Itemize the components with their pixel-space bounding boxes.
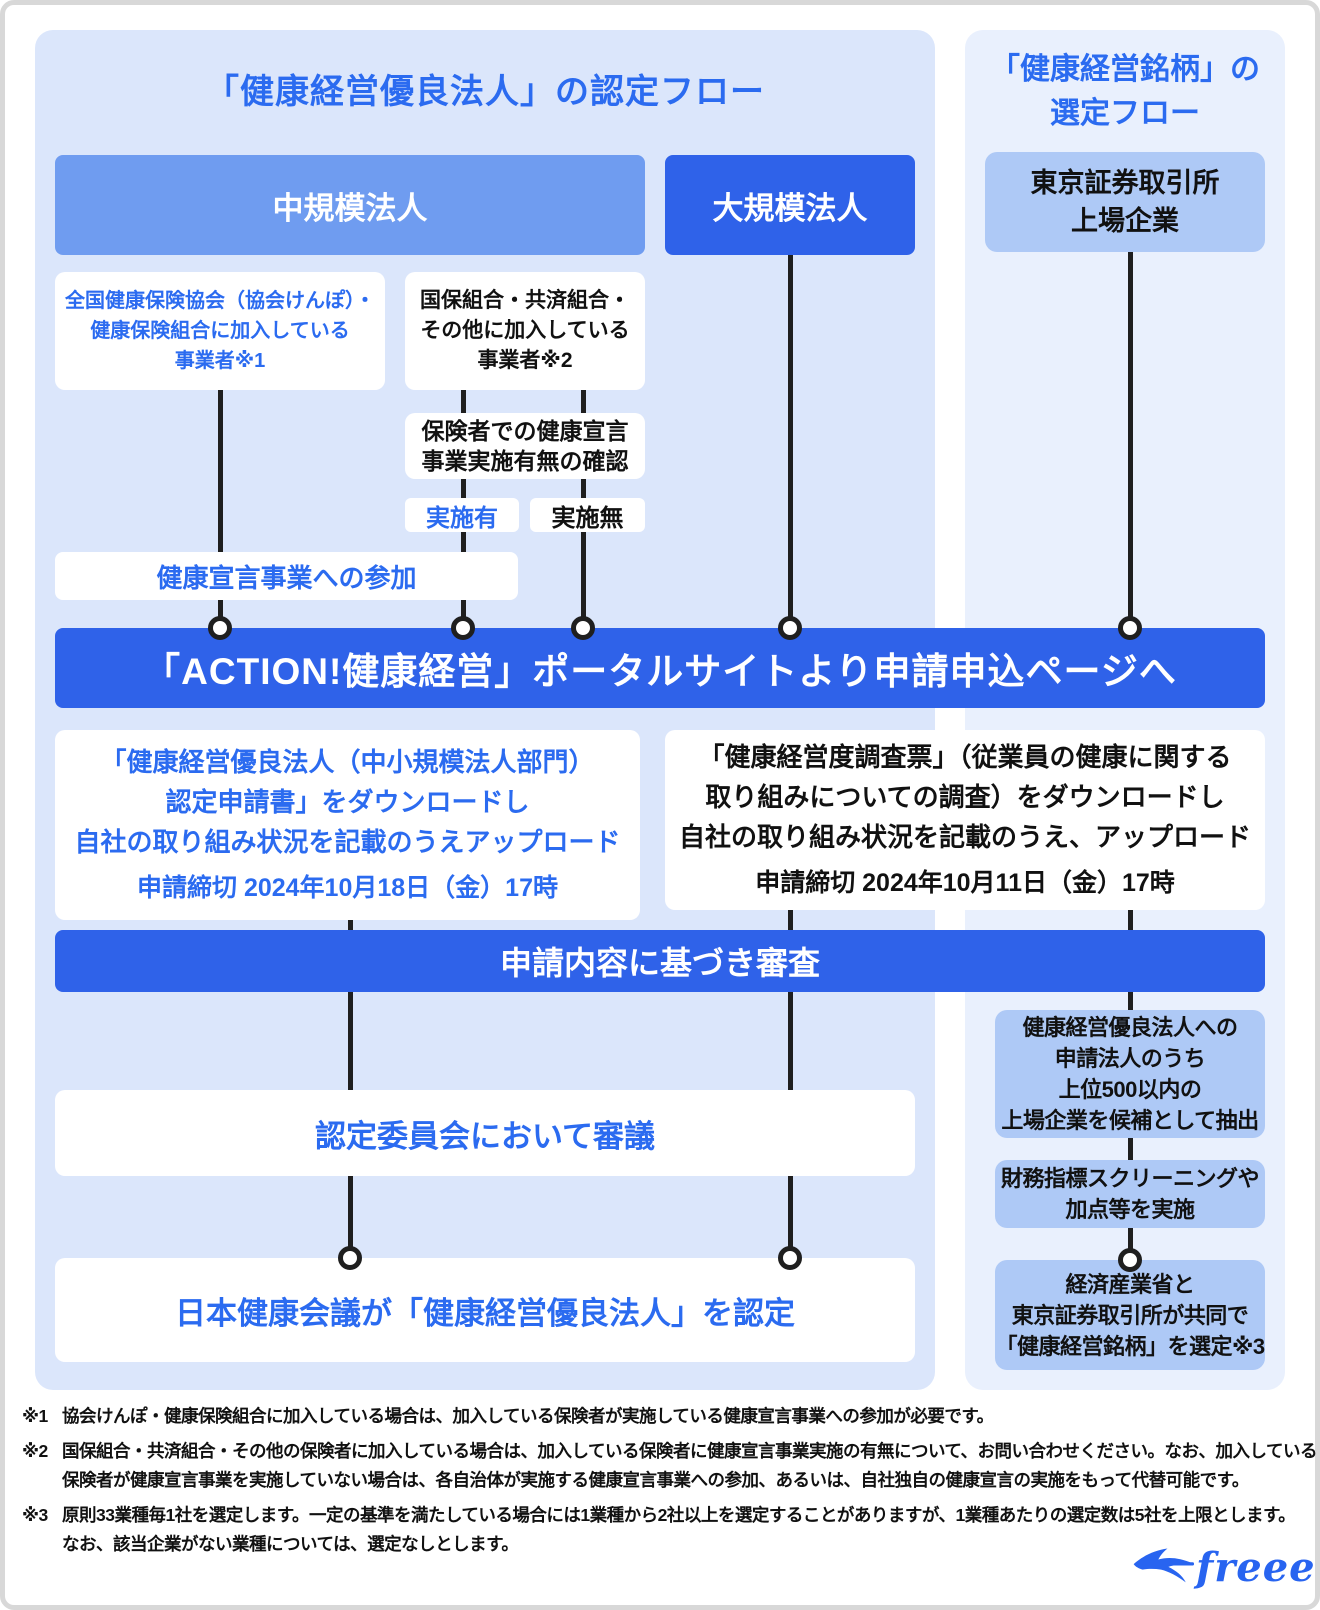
certification-flow-title: 「健康経営優良法人」の認定フロー [205, 73, 765, 111]
action-portal-banner: 「ACTION!健康経営」ポータルサイトより申請申込ページへ [55, 628, 1265, 708]
brand-flow-title-line1: 「健康経営銘柄」の [990, 53, 1260, 86]
tse-listed-company-box: 東京証券取引所 上場企業 [985, 152, 1265, 252]
extract-box-line1: 健康経営優良法人への [1022, 1015, 1238, 1040]
footnotes: ※1 協会けんぽ・健康保険組合に加入している場合は、加入している保険者が実施して… [22, 1402, 1318, 1565]
mid-size-corporation-header: 中規模法人 [55, 155, 645, 255]
final-certification-box: 日本健康会議が「健康経営優良法人」を認定 [55, 1258, 915, 1362]
screening-box-line1: 財務指標スクリーニングや [1000, 1166, 1260, 1191]
select-box-line3: 「健康経営銘柄」を選定※3 [995, 1333, 1265, 1359]
footnote-3-ref: ※3 [22, 1505, 48, 1525]
freee-logo-text: freee [1196, 1543, 1316, 1591]
footnote-1: ※1 協会けんぽ・健康保険組合に加入している場合は、加入している保険者が実施して… [22, 1402, 1308, 1431]
footnote-3-text: 原則33業種毎1社を選定します。一定の基準を満たしている場合には1業種から2社以… [62, 1505, 1296, 1554]
connector-line [580, 532, 586, 630]
screening-box-line2: 加点等を実施 [1065, 1197, 1195, 1222]
connector-line [217, 600, 223, 630]
check-box-line2: 事業実施有無の確認 [421, 448, 629, 474]
connector-line [460, 390, 466, 413]
small-app-line2: 認定申請書」をダウンロードし [165, 787, 530, 817]
select-box-line2: 東京証券取引所が共同で [1011, 1302, 1249, 1328]
kokuho-box-line1: 国保組合・共済組合・ [420, 289, 630, 312]
small-app-deadline: 申請締切 2024年10月18日（金）17時 [137, 874, 558, 902]
connector-line [347, 992, 353, 1090]
connector-line [217, 388, 223, 552]
connector-line [580, 390, 586, 413]
connector-line [787, 1176, 793, 1250]
connector-line [787, 910, 793, 932]
freee-swallow-icon [1130, 1542, 1194, 1593]
brand-flow-title: 「健康経営銘柄」の 選定フロー [965, 48, 1285, 136]
large-app-deadline: 申請締切 2024年10月11日（金）17時 [755, 869, 1175, 897]
large-application-box: 「健康経営度調査票」（従業員の健康に関する 取り組みについての調査）をダウンロー… [665, 730, 1265, 910]
extract-box-line2: 申請法人のうち [1054, 1046, 1206, 1071]
connector-line [347, 920, 353, 932]
insurer-declaration-check-box: 保険者での健康宣言 事業実施有無の確認 [405, 413, 645, 479]
tse-box-line1: 東京証券取引所 [1030, 168, 1220, 198]
connector-line [787, 255, 793, 630]
small-app-line1: 「健康経営優良法人（中小規模法人部門） [100, 747, 595, 777]
footnote-2-ref: ※2 [22, 1441, 48, 1461]
review-banner: 申請内容に基づき審査 [55, 930, 1265, 992]
extract-box-line3: 上位500以内の [1058, 1077, 1202, 1102]
connector-line [1127, 252, 1133, 630]
tse-box-line2: 上場企業 [1071, 206, 1179, 236]
footnote-2-text: 国保組合・共済組合・その他の保険者に加入している場合は、加入している保険者に健康… [62, 1441, 1318, 1490]
footnote-1-ref: ※1 [22, 1406, 48, 1426]
small-app-line3: 自社の取り組み状況を記載のうえアップロード [74, 827, 621, 857]
kyokai-box-line1: 全国健康保険協会（協会けんぽ）・ [65, 290, 375, 312]
connector-node [1118, 616, 1142, 640]
brand-selection-box: 経済産業省と 東京証券取引所が共同で 「健康経営銘柄」を選定※3 [995, 1260, 1265, 1370]
large-app-line2: 取り組みについての調査）をダウンロードし [705, 782, 1225, 812]
footnote-1-text: 協会けんぽ・健康保険組合に加入している場合は、加入している保険者が実施している健… [62, 1406, 994, 1426]
large-app-line1: 「健康経営度調査票」（従業員の健康に関する [698, 742, 1232, 772]
connector-line [580, 479, 586, 498]
footnote-3: ※3 原則33業種毎1社を選定します。一定の基準を満たしている場合には1業種から… [22, 1501, 1308, 1559]
not-implemented-label: 実施無 [530, 498, 645, 532]
connector-node [778, 1246, 802, 1270]
large-corporation-header: 大規模法人 [665, 155, 915, 255]
small-mid-application-box: 「健康経営優良法人（中小規模法人部門） 認定申請書」をダウンロードし 自社の取り… [55, 730, 640, 920]
kyokai-kenpo-insurer-box: 全国健康保険協会（協会けんぽ）・ 健康保険組合に加入している 事業者※1 [55, 272, 385, 390]
connector-node [451, 616, 475, 640]
connector-node [778, 616, 802, 640]
certification-committee-box: 認定委員会において審議 [55, 1090, 915, 1176]
brand-flow-title-line2: 選定フロー [1050, 97, 1200, 130]
connector-node [338, 1246, 362, 1270]
kyokai-box-line2: 健康保険組合に加入している [90, 320, 350, 342]
kokuho-kyosai-insurer-box: 国保組合・共済組合・ その他に加入している 事業者※2 [405, 272, 645, 390]
connector-line [1127, 1228, 1133, 1252]
freee-logo: freee [1130, 1538, 1315, 1596]
extract-box-line4: 上場企業を候補として抽出 [1001, 1108, 1259, 1133]
connector-line [347, 1176, 353, 1250]
kokuho-box-line3: 事業者※2 [477, 349, 573, 372]
connector-line [460, 600, 466, 630]
connector-line [460, 532, 466, 552]
footnote-2: ※2 国保組合・共済組合・その他の保険者に加入している場合は、加入している保険者… [22, 1437, 1318, 1495]
kyokai-box-line3: 事業者※1 [174, 350, 266, 372]
health-declaration-participation-box: 健康宣言事業への参加 [55, 552, 518, 600]
connector-line [1127, 992, 1133, 1012]
connector-node [571, 616, 595, 640]
large-app-line3: 自社の取り組み状況を記載のうえ、アップロード [678, 822, 1251, 852]
top500-extract-box: 健康経営優良法人への 申請法人のうち 上位500以内の 上場企業を候補として抽出 [995, 1010, 1265, 1138]
financial-screening-box: 財務指標スクリーニングや 加点等を実施 [995, 1160, 1265, 1228]
select-box-line1: 経済産業省と [1065, 1271, 1195, 1297]
connector-node [208, 616, 232, 640]
check-box-line1: 保険者での健康宣言 [421, 418, 629, 444]
connector-node [1118, 1248, 1142, 1272]
connector-line [460, 479, 466, 498]
kokuho-box-line2: その他に加入している [420, 319, 630, 342]
connector-line [787, 992, 793, 1090]
connector-line [1127, 1138, 1133, 1160]
connector-line [1127, 910, 1133, 932]
implemented-label: 実施有 [405, 498, 519, 532]
